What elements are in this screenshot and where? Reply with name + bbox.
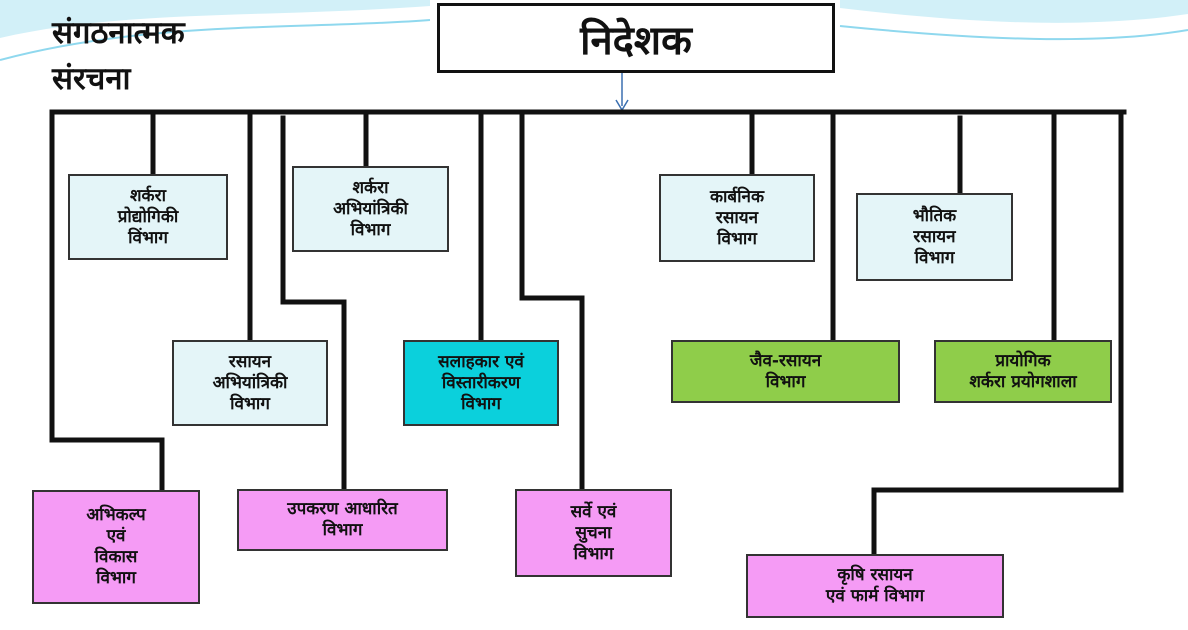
dept-label-line: विभाग xyxy=(914,247,955,268)
connector-lines xyxy=(49,109,1127,559)
dept-label-line: विंभाग xyxy=(128,227,168,248)
dept-biochemistry: जैव-रसायन विभाग xyxy=(671,340,900,403)
dept-label-line: सर्वे एवं xyxy=(570,501,617,522)
dept-label-line: विभाग xyxy=(230,393,270,414)
dept-agri-chemistry-farm: कृषि रसायन एवं फार्म विभाग xyxy=(746,554,1004,618)
dept-label-line: विभाग xyxy=(717,228,757,249)
dept-label-line: अभिकल्प xyxy=(86,505,146,525)
decorative-wave-top-left xyxy=(0,0,430,38)
director-arrow xyxy=(615,72,629,112)
dept-organic-chemistry: कार्बनिक रसायन विभाग xyxy=(659,174,815,262)
decorative-wave-top-right xyxy=(840,0,1188,23)
dept-experimental-lab: प्रायोगिक शर्करा प्रयोगशाला xyxy=(934,340,1112,403)
dept-label-line: जैव-रसायन xyxy=(749,350,822,371)
dept-label-line: विभाग xyxy=(96,568,136,588)
dept-label-line: उपकरण आधारित xyxy=(287,499,398,519)
dept-label-line: अभियांत्रिकी xyxy=(333,198,408,219)
dept-label-line: प्रोद्योगिकी xyxy=(117,206,179,227)
dept-survey-information: सर्वे एवं सुचना विभाग xyxy=(515,489,672,577)
dept-label-line: कृषि रसायन xyxy=(837,565,913,585)
dept-label-line: विभाग xyxy=(350,219,391,240)
dept-label-line: रसायन xyxy=(913,226,956,247)
dept-design-development: अभिकल्प एवं विकास विभाग xyxy=(32,490,200,604)
dept-label-line: शर्करा प्रयोगशाला xyxy=(969,371,1077,392)
dept-label-line: एवं फार्म विभाग xyxy=(825,586,925,606)
heading-line-2: संरचना xyxy=(52,61,131,97)
director-box: निदेशक xyxy=(437,3,835,73)
dept-label-line: विकास xyxy=(94,547,138,567)
dept-label-line: शर्करा xyxy=(130,185,166,206)
decorative-wave-line-right xyxy=(839,25,1188,41)
dept-sugar-technology: शर्करा प्रोद्योगिकी विंभाग xyxy=(68,174,228,260)
dept-label-line: सुचना xyxy=(575,522,612,543)
dept-physical-chemistry: भौतिक रसायन विभाग xyxy=(856,193,1013,281)
dept-label-line: प्रायोगिक xyxy=(995,350,1051,371)
dept-label-line: शर्करा xyxy=(352,177,389,198)
dept-label-line: अभियांत्रिकी xyxy=(212,372,288,393)
dept-label-line: सलाहकार एवं xyxy=(438,351,524,372)
dept-label-line: एवं xyxy=(106,526,126,546)
dept-label-line: विभाग xyxy=(573,543,614,564)
decorative-wave-line xyxy=(0,19,431,61)
dept-label-line: रसायन xyxy=(715,207,759,228)
heading-line-1: संगठनात्मक xyxy=(52,15,185,51)
dept-label-line: कार्बनिक xyxy=(709,186,765,207)
dept-label-line: विभाग xyxy=(322,520,363,540)
dept-label-line: विभाग xyxy=(765,371,806,392)
dept-sugar-engineering: शर्करा अभियांत्रिकी विभाग xyxy=(292,166,449,252)
dept-instrumentation: उपकरण आधारित विभाग xyxy=(237,489,448,551)
dept-chemical-engineering: रसायन अभियांत्रिकी विभाग xyxy=(172,340,328,426)
dept-label-line: विस्तारीकरण xyxy=(441,372,521,393)
dept-label-line: भौतिक xyxy=(912,205,957,226)
dept-label-line: रसायन xyxy=(228,351,272,372)
page-heading: संगठनात्मक संरचना xyxy=(52,10,185,102)
dept-label-line: विभाग xyxy=(461,393,501,414)
dept-advisory-extension: सलाहकार एवं विस्तारीकरण विभाग xyxy=(403,340,559,426)
